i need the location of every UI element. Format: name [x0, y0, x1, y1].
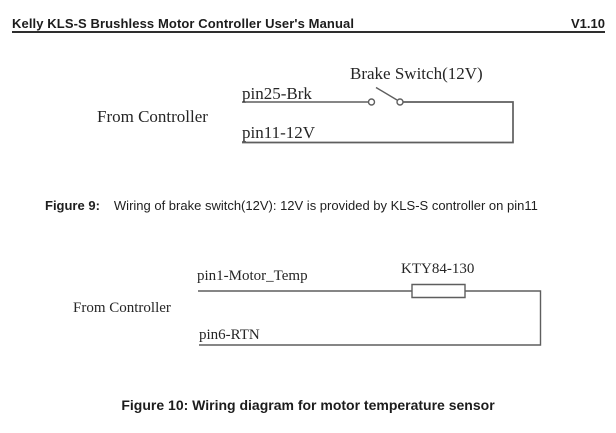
figure9-caption-text: Wiring of brake switch(12V): 12V is prov… [113, 198, 538, 213]
brake-switch-label: Brake Switch(12V) [350, 64, 483, 83]
figure9-wiring [242, 88, 513, 143]
switch-contact-right-icon [397, 99, 403, 105]
figure9-caption-number: Figure 9: [45, 198, 100, 213]
figure9-caption: Figure 9: Wiring of brake switch(12V): 12… [45, 198, 538, 213]
switch-lever-icon [376, 88, 397, 101]
pin11-12v-label: pin11-12V [242, 123, 316, 142]
kty84-130-label: KTY84-130 [401, 261, 475, 277]
manual-title: Kelly KLS-S Brushless Motor Controller U… [12, 16, 355, 31]
version-label: V1.10 [571, 16, 605, 31]
header-rule [12, 31, 605, 33]
figure10-caption: Figure 10: Wiring diagram for motor temp… [121, 397, 495, 413]
from-controller-label-2: From Controller [73, 300, 171, 316]
kty-resistor-icon [412, 285, 465, 298]
pin6-rtn-label: pin6-RTN [199, 327, 260, 343]
from-controller-label-1: From Controller [97, 107, 208, 126]
switch-contact-left-icon [369, 99, 375, 105]
figure10-wiring [198, 285, 541, 346]
pin25-brk-label: pin25-Brk [242, 84, 312, 103]
pin1-motor-temp-label: pin1-Motor_Temp [197, 268, 308, 284]
pin11-return-wire [242, 102, 513, 143]
pin6-return-wire [199, 291, 541, 345]
